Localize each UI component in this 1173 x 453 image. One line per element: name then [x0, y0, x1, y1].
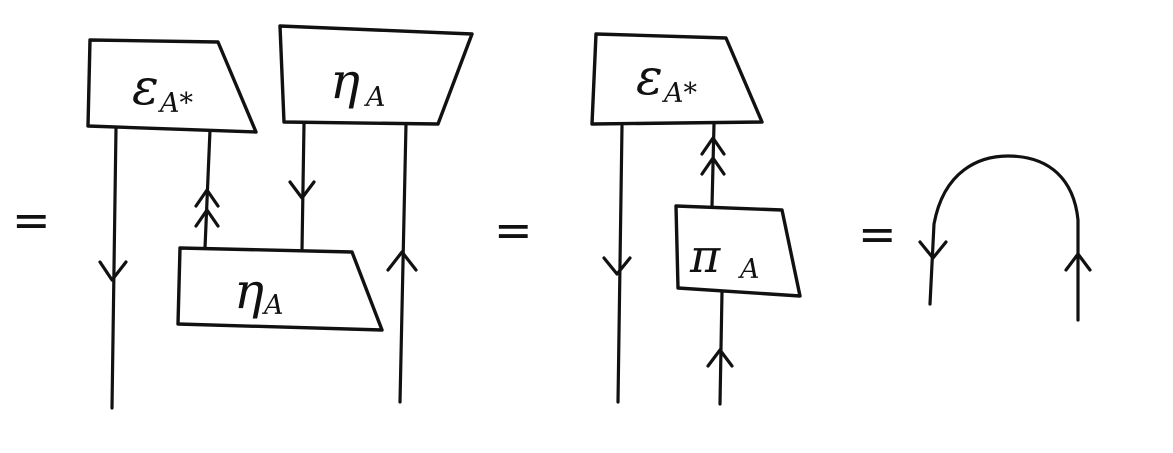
diagram-1: ε A* η A η A: [86, 24, 474, 410]
epsilon-sub-2: A*: [661, 78, 697, 109]
diagram-3-cap: [918, 154, 1092, 322]
cap-strand: [928, 154, 1080, 322]
eta-bottom-sub: A: [261, 290, 284, 321]
eta-top-label: η: [330, 52, 360, 110]
eta-top-sub: A: [363, 82, 386, 113]
epsilon-label-1: ε: [132, 58, 159, 116]
arrow-down-center: [288, 180, 316, 200]
strand-bottom-2: [718, 290, 724, 406]
double-arrow-up-2: [194, 208, 220, 228]
arrow-up-bottom-2: [706, 348, 734, 368]
strand-top-2: [710, 122, 716, 208]
diagram-2: ε A* π A: [590, 32, 802, 406]
epsilon-box-1: [86, 38, 258, 134]
arrow-down-cap: [918, 240, 948, 260]
equals-sign-3: =: [858, 207, 897, 261]
double-arrow-up-2a: [700, 136, 726, 156]
strand-left: [110, 126, 118, 410]
epsilon-box-2: [590, 32, 764, 126]
strand-left-2: [616, 124, 624, 404]
eta-bottom-label: η: [234, 262, 264, 320]
eta-top-box: [278, 24, 474, 126]
arrow-down-left: [98, 260, 128, 282]
pi-sub: A: [737, 254, 760, 285]
equals-sign-1: =: [12, 193, 51, 247]
strand-center-right: [300, 122, 306, 252]
pi-label: π: [689, 229, 721, 283]
equals-sign-2: =: [494, 203, 533, 257]
double-arrow-up-1: [194, 188, 220, 208]
arrow-up-right: [386, 250, 418, 272]
strand-right: [398, 122, 408, 404]
arrow-up-cap: [1064, 252, 1092, 272]
double-arrow-up-2b: [700, 156, 726, 176]
eta-bottom-box: [176, 246, 384, 332]
arrow-down-left-2: [602, 256, 632, 276]
epsilon-label-2: ε: [636, 48, 663, 106]
pi-box: [674, 204, 802, 298]
epsilon-sub-1: A*: [157, 88, 193, 119]
